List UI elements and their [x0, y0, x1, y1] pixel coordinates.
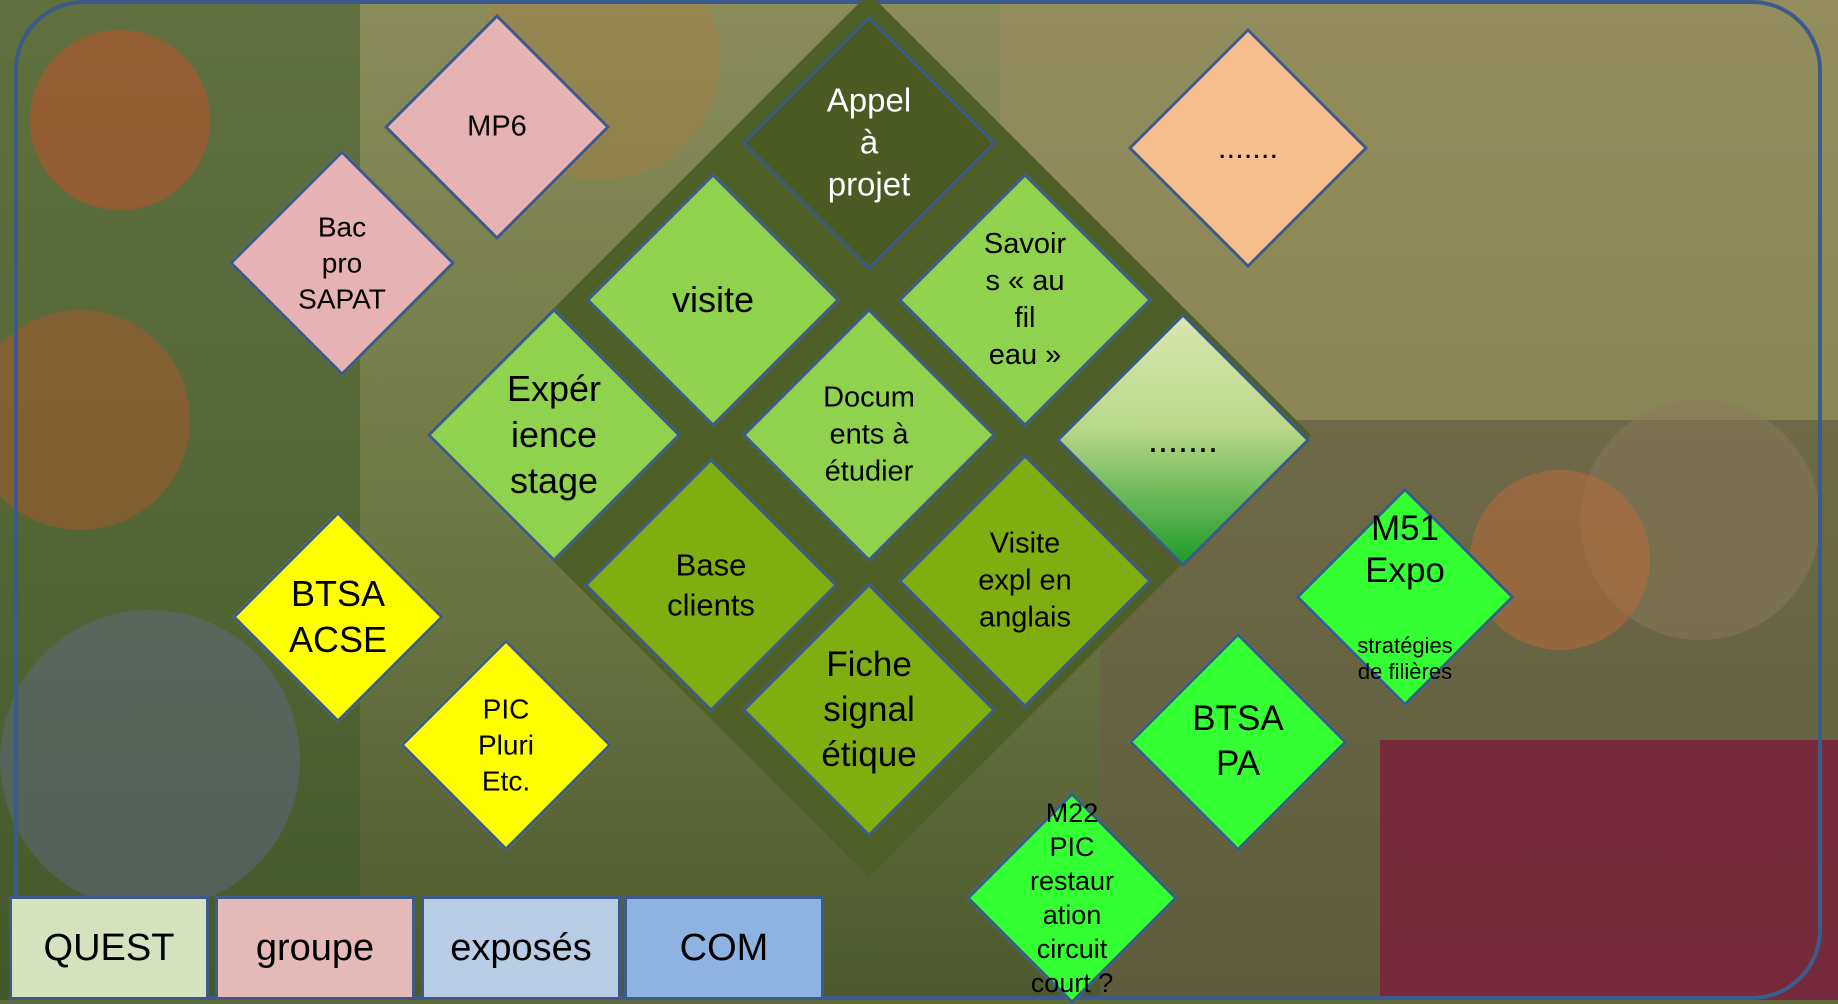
- node-savoirs-au-fil-eau[interactable]: Savoir s « au fil eau »: [897, 172, 1153, 428]
- node-btsa-pa[interactable]: BTSA PA: [1128, 632, 1348, 852]
- legend-exposes: exposés: [421, 896, 621, 1000]
- legend-quest: QUEST: [9, 896, 209, 1000]
- node-appel-a-projet[interactable]: Appel à projet: [741, 15, 997, 271]
- node-base-clients[interactable]: Base clients: [583, 457, 839, 713]
- legend-com-label: COM: [679, 926, 769, 969]
- node-mp6[interactable]: MP6: [383, 13, 611, 241]
- legend-com: COM: [624, 896, 824, 1000]
- rounded-frame: [14, 0, 1822, 1000]
- legend-exposes-label: exposés: [450, 926, 592, 969]
- node-bac-pro-sapat[interactable]: Bac pro SAPAT: [228, 149, 456, 377]
- m51-subtitle: stratégies de filières: [1357, 633, 1453, 685]
- m51-title: M51 Expo: [1365, 509, 1445, 591]
- legend-groupe-label: groupe: [255, 926, 375, 969]
- node-pic-pluri[interactable]: PIC Pluri Etc.: [399, 638, 613, 852]
- node-experience-stage[interactable]: Expér ience stage: [426, 307, 682, 563]
- node-documents-a-etudier[interactable]: Docum ents à étudier: [741, 307, 997, 563]
- legend-groupe: groupe: [215, 896, 415, 1000]
- node-visite-expl-anglais[interactable]: Visite expl en anglais: [897, 453, 1153, 709]
- node-m22-pic[interactable]: M22 PIC restaur ation circuit court ?: [965, 791, 1179, 1004]
- node-btsa-acse[interactable]: BTSA ACSE: [231, 510, 445, 724]
- node-fiche-signaletique[interactable]: Fiche signal étique: [741, 582, 997, 838]
- legend-quest-label: QUEST: [43, 926, 175, 969]
- node-dots-orange[interactable]: .......: [1127, 27, 1369, 269]
- node-dots-center[interactable]: .......: [1055, 312, 1311, 568]
- node-m51-expo[interactable]: M51 Expo stratégies de filières: [1295, 487, 1515, 707]
- node-visite[interactable]: visite: [585, 172, 841, 428]
